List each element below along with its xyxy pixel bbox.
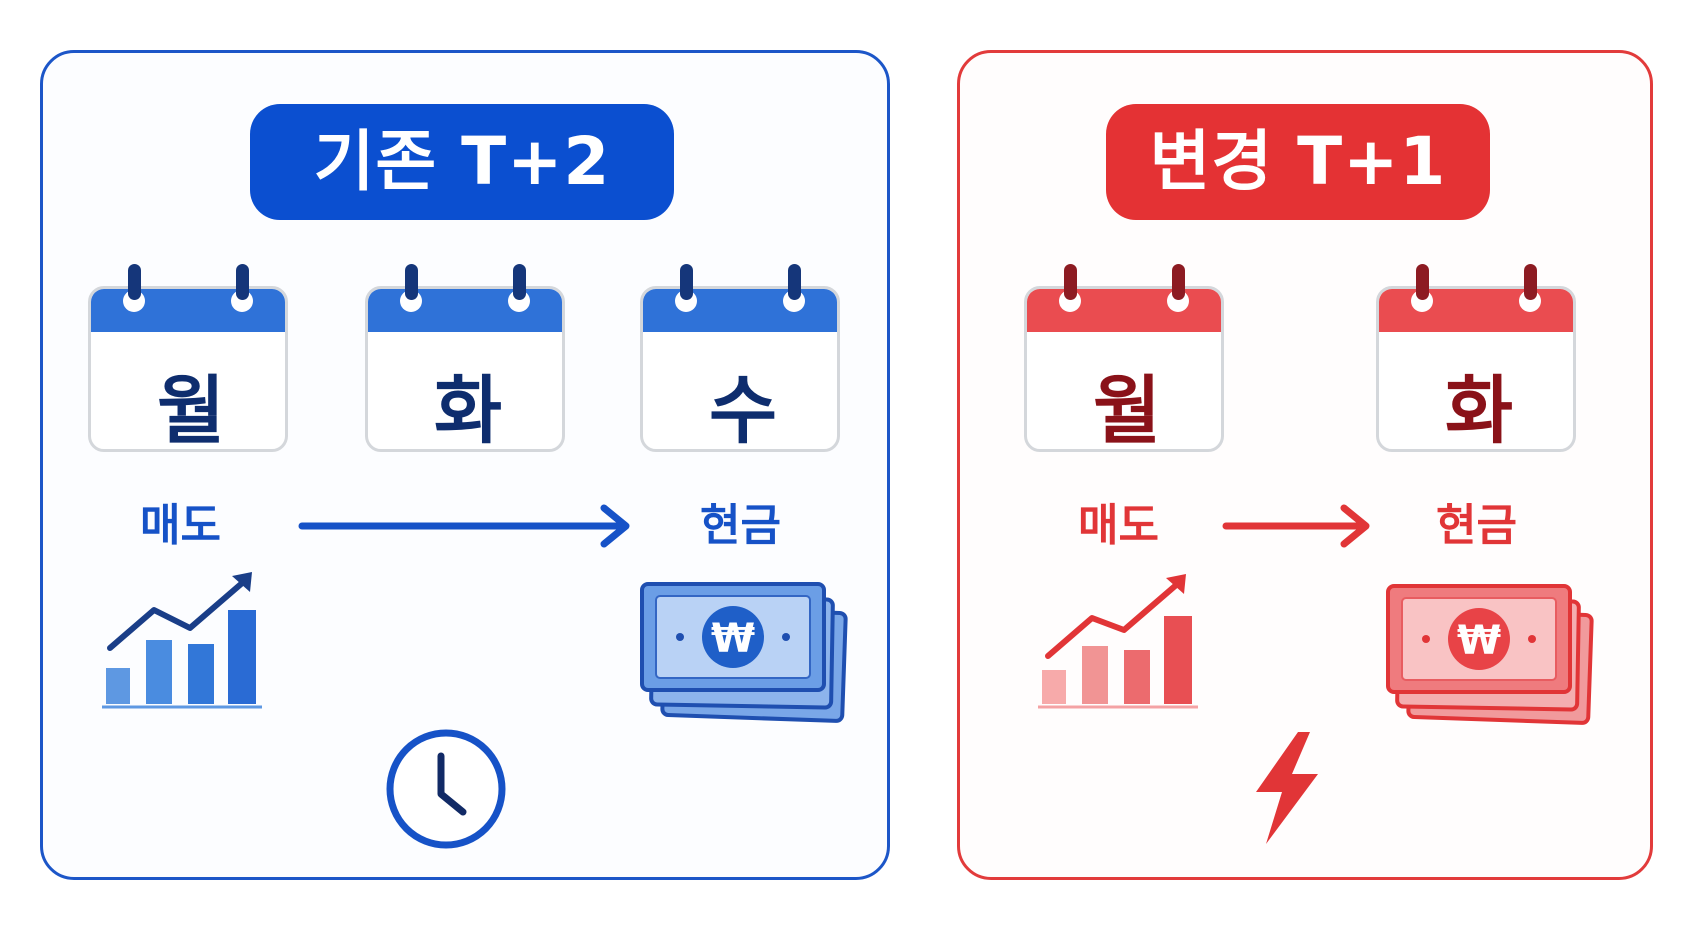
won-symbol: ₩ — [1457, 618, 1501, 664]
sell-label: 매도 — [140, 500, 221, 551]
rising-chart-icon — [102, 572, 262, 709]
calendar-day-label: 화 — [1444, 368, 1514, 452]
calendar-wednesday: 수 — [640, 262, 840, 452]
calendar-monday: 월 — [1024, 262, 1224, 452]
calendar-day-label: 화 — [433, 368, 503, 452]
banknotes-icon: ₩ — [640, 582, 848, 723]
won-symbol: ₩ — [711, 616, 755, 662]
clock-icon — [386, 729, 506, 849]
sell-label: 매도 — [1078, 500, 1159, 551]
cash-label: 현금 — [700, 500, 781, 551]
calendar-day-label: 월 — [156, 368, 226, 452]
calendar-tuesday: 화 — [365, 262, 565, 452]
calendar-monday: 월 — [88, 262, 288, 452]
banknotes-icon: ₩ — [1386, 584, 1594, 725]
lightning-icon — [1256, 732, 1318, 844]
calendar-tuesday: 화 — [1376, 262, 1576, 452]
cash-label: 현금 — [1436, 500, 1517, 551]
calendar-day-label: 수 — [708, 368, 778, 452]
t1-title-badge: 변경 T+1 — [1106, 104, 1490, 220]
calendar-day-label: 월 — [1092, 368, 1162, 452]
t2-title-badge: 기존 T+2 — [250, 104, 674, 220]
rising-chart-icon — [1038, 574, 1198, 709]
